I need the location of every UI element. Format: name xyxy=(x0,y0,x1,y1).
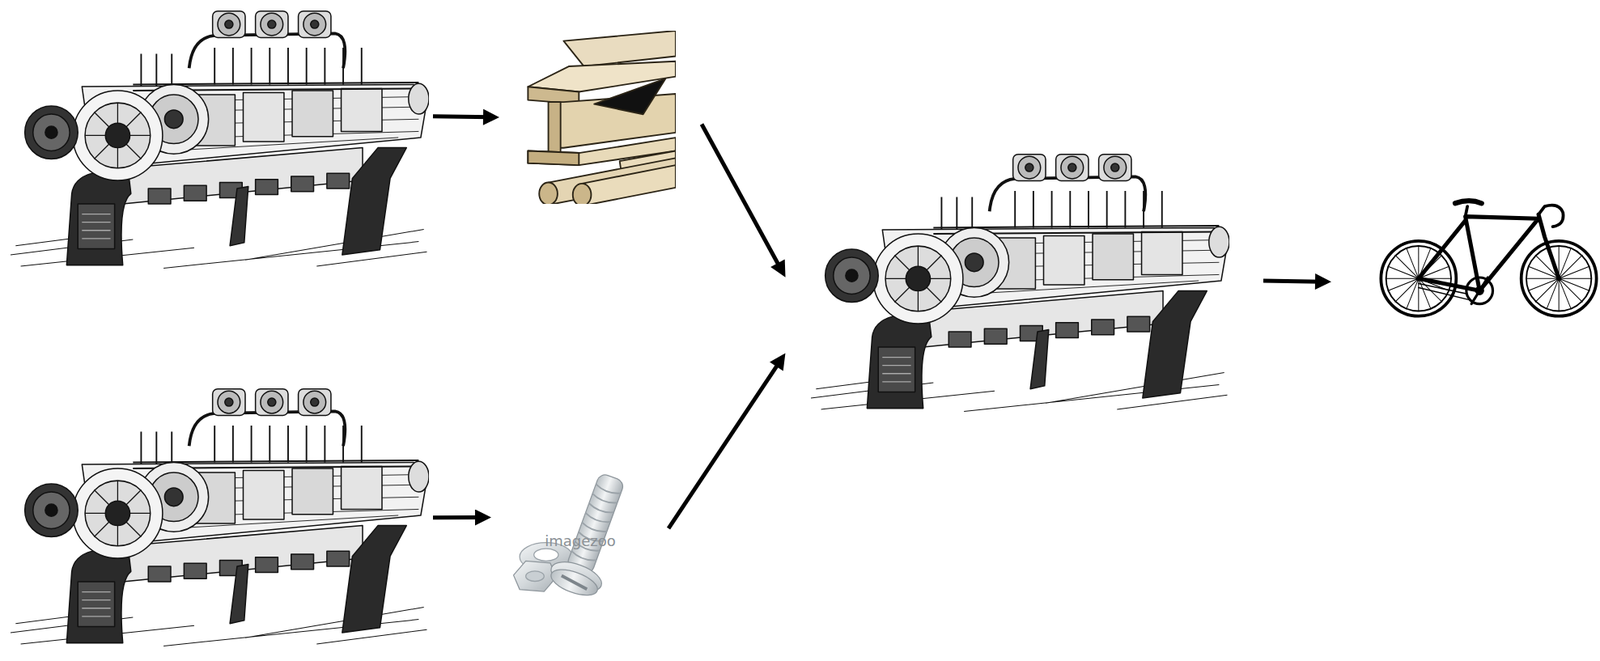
watermark-text: imagezoo xyxy=(492,532,669,550)
part-node: imagezoo xyxy=(492,469,669,607)
machine-node xyxy=(785,148,1264,414)
machine-drawing xyxy=(10,11,429,269)
part-node xyxy=(500,30,702,204)
bicycle-drawing xyxy=(1380,200,1596,317)
product-node xyxy=(1332,194,1600,322)
flow-arrow xyxy=(432,515,483,520)
flow-arrow xyxy=(701,124,781,271)
flow-arrow xyxy=(1263,280,1323,282)
flow-arrow xyxy=(432,116,491,118)
flow-arrow xyxy=(668,360,781,530)
machine-node xyxy=(10,382,433,648)
machine-drawing xyxy=(810,154,1230,412)
machine-node xyxy=(10,4,433,271)
machine-drawing xyxy=(10,389,429,647)
steel-beam-picture xyxy=(522,30,676,207)
